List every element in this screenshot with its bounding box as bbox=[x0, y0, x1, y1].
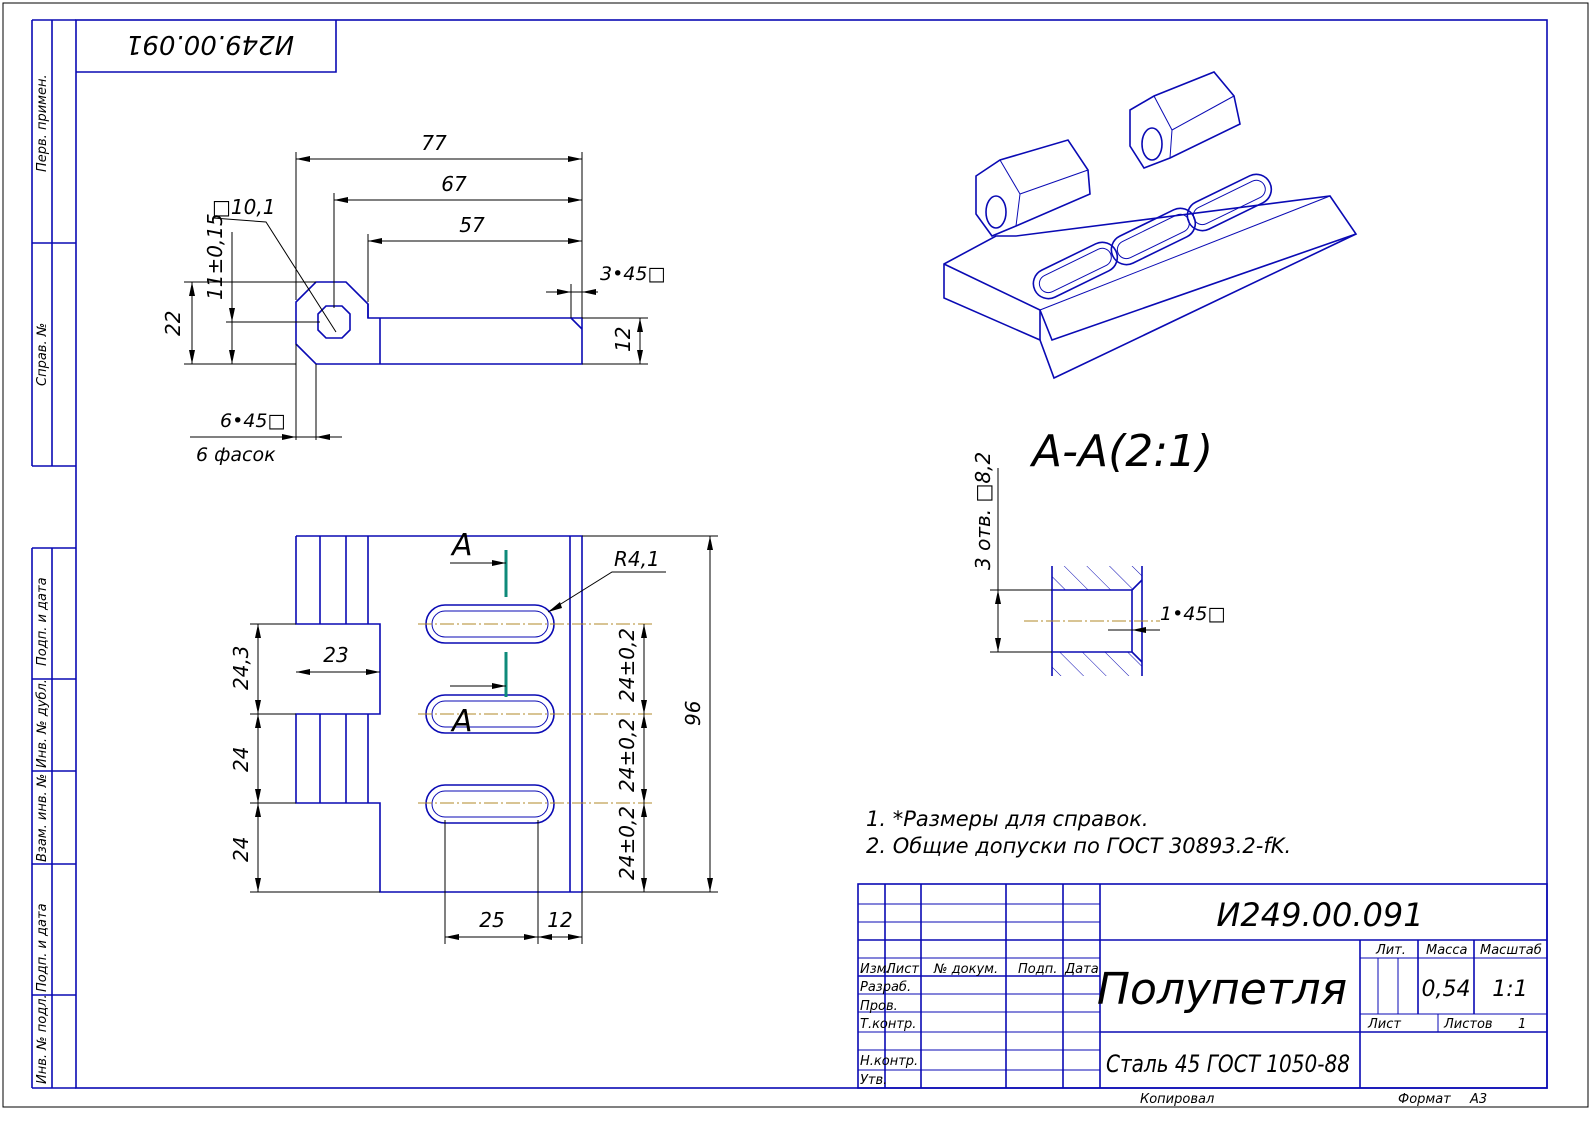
value-scale: 1:1 bbox=[1492, 977, 1527, 1002]
hdr-list: Лист bbox=[885, 962, 919, 977]
dim-22: 22 bbox=[161, 311, 185, 336]
title-block: Изм. Лист № докум. Подп. Дата Разраб. Пр… bbox=[857, 883, 1548, 1089]
label-masshtab: Масштаб bbox=[1480, 943, 1542, 958]
dim-chamfer-note: 6 фасок bbox=[196, 444, 276, 466]
dim-hole-size: □10,1 bbox=[212, 195, 275, 219]
strip-inv-podl: Инв. № подл. bbox=[35, 994, 50, 1084]
dim-77: 77 bbox=[421, 131, 447, 155]
hdr-doc: № докум. bbox=[933, 962, 998, 977]
row-utv: Утв. bbox=[860, 1073, 887, 1088]
label-massa: Масса bbox=[1426, 943, 1467, 958]
dim-67: 67 bbox=[441, 172, 467, 196]
dim-24-b: 24 bbox=[229, 837, 253, 862]
dim-12: 12 bbox=[611, 327, 635, 352]
strip-perv-primen: Перв. примен. bbox=[35, 74, 50, 172]
title-part-name: Полупетля bbox=[1097, 964, 1347, 1015]
section-title: A-A(2:1) bbox=[1029, 426, 1213, 477]
value-listov: 1 bbox=[1518, 1017, 1526, 1032]
footer-kopiroval: Копировал bbox=[1140, 1092, 1214, 1107]
section-a-a: A-A(2:1) 3 отв. □8,2 1•45□ bbox=[971, 426, 1225, 676]
dim-tol-2: 24±0,2 bbox=[615, 718, 639, 792]
row-prov: Пров. bbox=[860, 999, 898, 1014]
hdr-podp: Подп. bbox=[1018, 962, 1057, 977]
section-label-a-top: A bbox=[450, 528, 473, 563]
value-mass: 0,54 bbox=[1422, 977, 1471, 1002]
label-lit: Лит. bbox=[1375, 943, 1406, 958]
label-listov: Листов bbox=[1443, 1017, 1493, 1032]
strip-inv-dubl: Инв. № дубл. bbox=[35, 679, 50, 768]
label-list: Лист bbox=[1367, 1017, 1401, 1032]
strip-vzam-inv: Взам. инв. № bbox=[35, 774, 50, 862]
row-tkontr: Т.контр. bbox=[860, 1017, 916, 1032]
title-doc-number: И249.00.091 bbox=[1216, 896, 1423, 934]
dim-chamfer-3x45: 3•45□ bbox=[600, 263, 665, 285]
footer-format-value: A3 bbox=[1469, 1092, 1487, 1107]
section-holes-note: 3 отв. □8,2 bbox=[971, 452, 995, 570]
dim-chamfer-6x45: 6•45□ bbox=[220, 410, 285, 432]
inner-frame bbox=[75, 19, 1548, 1089]
plan-view: A A R4,1 23 24,3 24 24 24±0, bbox=[229, 528, 718, 944]
isometric-view bbox=[943, 71, 1358, 380]
strip-podp-data-1: Подп. и дата bbox=[35, 577, 50, 666]
section-chamfer: 1•45□ bbox=[1160, 603, 1225, 625]
dim-23: 23 bbox=[323, 643, 348, 667]
row-razrab: Разраб. bbox=[860, 980, 911, 995]
left-strip: Перв. примен. Справ. № Подп. и дата Инв.… bbox=[31, 19, 76, 1089]
dim-25: 25 bbox=[479, 908, 504, 932]
dim-57: 57 bbox=[459, 213, 485, 237]
outer-frame bbox=[2, 2, 1589, 1108]
dim-24-3: 24,3 bbox=[229, 645, 253, 690]
note-2: 2. Общие допуски по ГОСТ 30893.2-fK. bbox=[866, 834, 1291, 858]
row-nkontr: Н.контр. bbox=[860, 1054, 918, 1069]
dim-11-tolerance: 11±0,15 bbox=[203, 213, 227, 300]
dim-96: 96 bbox=[681, 701, 705, 726]
dim-tol-3: 24±0,2 bbox=[615, 806, 639, 880]
strip-sprav-no: Справ. № bbox=[35, 323, 50, 386]
hdr-izm: Изм. bbox=[860, 962, 891, 977]
strip-podp-data-2: Подп. и дата bbox=[35, 903, 50, 992]
dim-24-a: 24 bbox=[229, 747, 253, 772]
hdr-data: Дата bbox=[1064, 962, 1099, 977]
dim-12-bottom: 12 bbox=[547, 908, 572, 932]
inverted-drawing-number: И249.00.091 bbox=[126, 29, 294, 59]
note-1: 1. *Размеры для справок. bbox=[866, 807, 1149, 831]
inverted-number-box: И249.00.091 bbox=[76, 20, 337, 73]
dim-radius: R4,1 bbox=[614, 547, 660, 571]
title-material: Сталь 45 ГОСТ 1050-88 bbox=[1106, 1050, 1350, 1078]
section-label-a-bottom: A bbox=[450, 704, 473, 739]
side-view: 77 67 57 □10,1 22 11±0,15 12 bbox=[161, 131, 665, 466]
footer-format: Формат bbox=[1398, 1092, 1451, 1107]
dim-tol-1: 24±0,2 bbox=[615, 628, 639, 702]
technical-notes: 1. *Размеры для справок. 2. Общие допуск… bbox=[866, 807, 1291, 858]
